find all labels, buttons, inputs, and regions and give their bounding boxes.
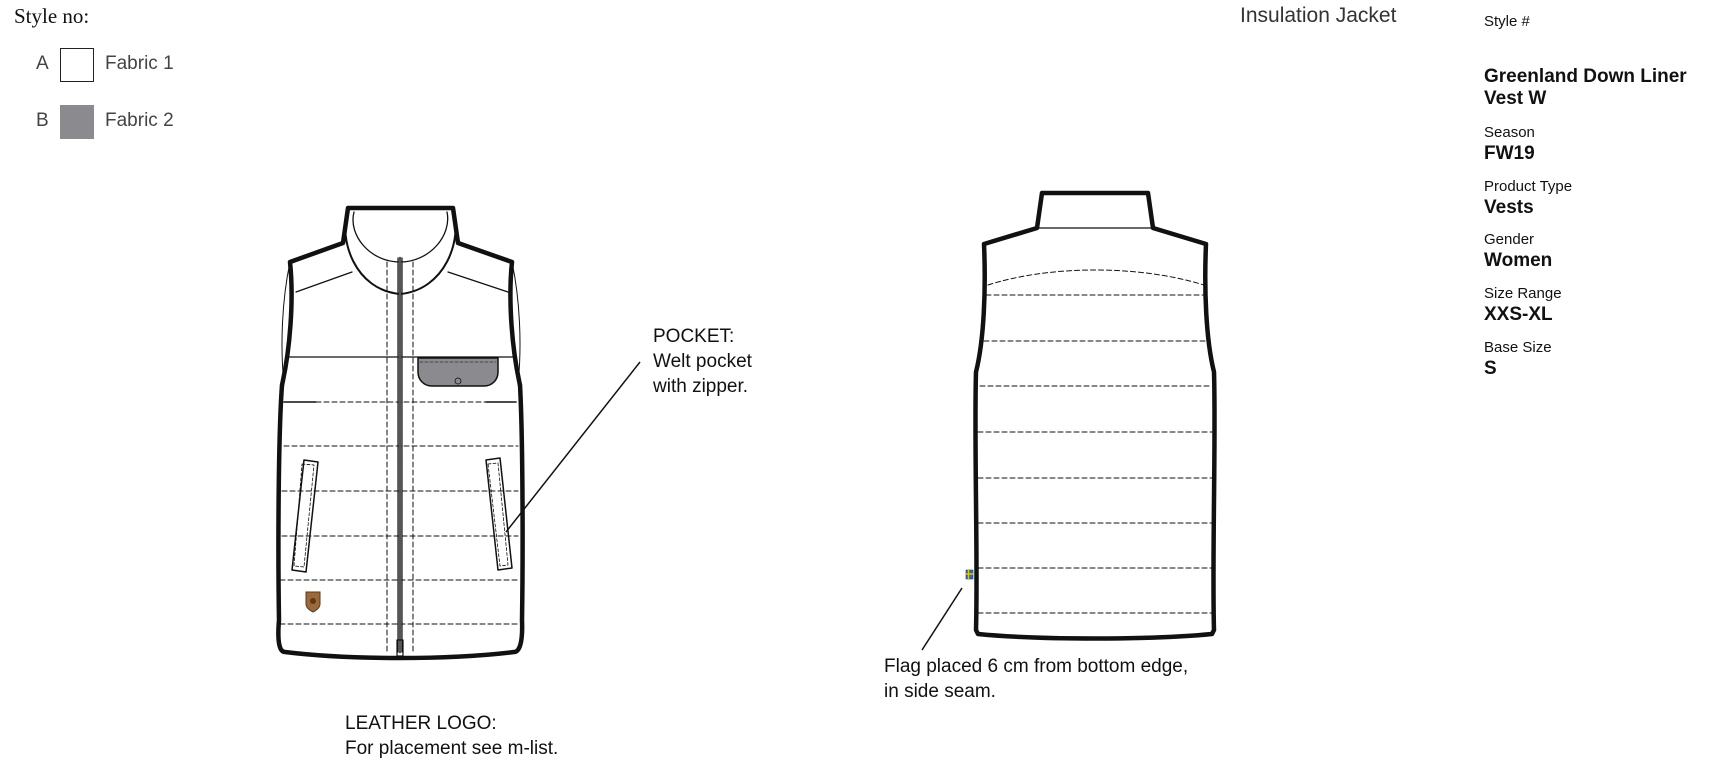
product-name-line-2: Vest W bbox=[1484, 88, 1547, 109]
season-value: FW19 bbox=[1484, 143, 1535, 164]
pocket-note-line-1: Welt pocket bbox=[653, 351, 752, 372]
base-size-value: S bbox=[1484, 358, 1497, 379]
gender-value: Women bbox=[1484, 250, 1553, 271]
leather-logo-icon bbox=[305, 591, 321, 613]
fabric-1-swatch bbox=[60, 48, 94, 82]
product-type-value: Vests bbox=[1484, 197, 1534, 218]
legend-letter-b: B bbox=[36, 110, 49, 131]
flag-leader-line bbox=[921, 587, 963, 651]
pocket-note-line-2: with zipper. bbox=[653, 376, 749, 397]
document-title: Insulation Jacket bbox=[1240, 4, 1397, 27]
product-name-line-1: Greenland Down Liner bbox=[1484, 66, 1687, 87]
leather-logo-note-line-1: For placement see m-list. bbox=[345, 738, 559, 759]
pocket-note-title: POCKET: bbox=[653, 326, 735, 347]
season-label: Season bbox=[1484, 124, 1535, 141]
legend-label-fabric-2: Fabric 2 bbox=[105, 110, 174, 131]
flag-note-line-2: in side seam. bbox=[884, 681, 996, 702]
flag-icon bbox=[965, 569, 974, 580]
pocket-leader-line bbox=[505, 361, 641, 533]
size-range-label: Size Range bbox=[1484, 285, 1562, 302]
leather-logo-note-title: LEATHER LOGO: bbox=[345, 713, 497, 734]
flag-note-line-1: Flag placed 6 cm from bottom edge, bbox=[884, 656, 1189, 677]
style-number-label: Style # bbox=[1484, 13, 1530, 30]
front-vest-drawing bbox=[276, 205, 525, 661]
style-no-label: Style no: bbox=[14, 4, 90, 28]
fabric-2-swatch bbox=[60, 105, 94, 139]
legend-letter-a: A bbox=[36, 53, 49, 74]
gender-label: Gender bbox=[1484, 231, 1535, 248]
back-vest-drawing bbox=[973, 190, 1217, 641]
product-type-label: Product Type bbox=[1484, 178, 1573, 195]
base-size-label: Base Size bbox=[1484, 339, 1552, 356]
size-range-value: XXS-XL bbox=[1484, 304, 1553, 325]
legend-label-fabric-1: Fabric 1 bbox=[105, 53, 174, 74]
